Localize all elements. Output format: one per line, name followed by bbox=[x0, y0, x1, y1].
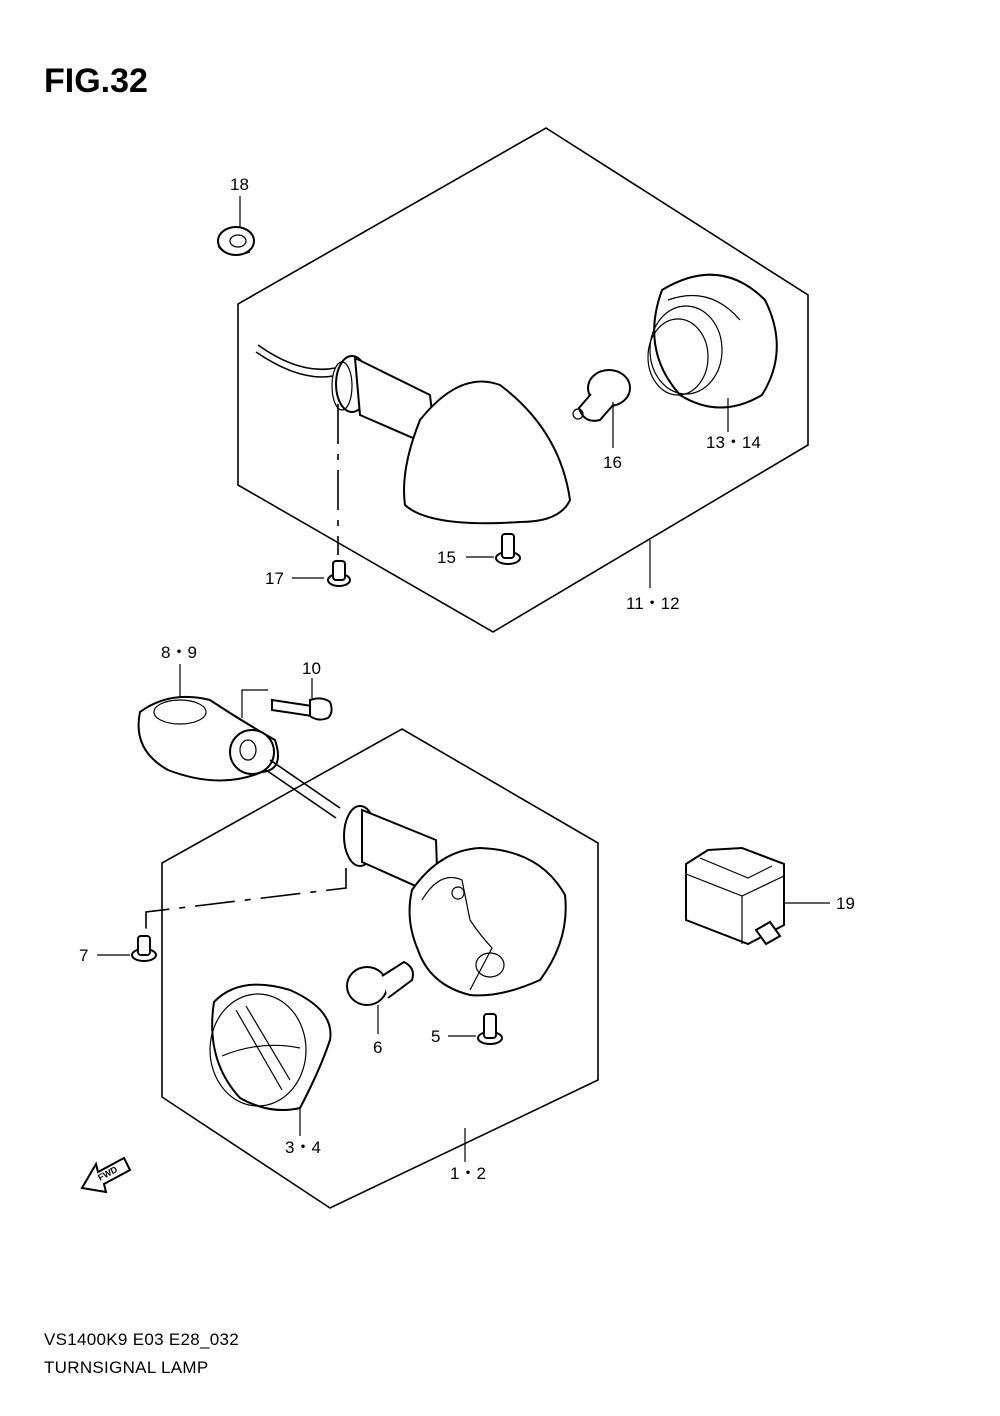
callout-3-4: 3・4 bbox=[285, 1138, 321, 1157]
figure-title: FIG.32 bbox=[44, 62, 148, 100]
front-lamp-housing bbox=[265, 759, 567, 997]
screw-part-5 bbox=[448, 1013, 503, 1045]
bulb-part-16 bbox=[572, 369, 631, 448]
lens-part-3-4 bbox=[209, 983, 332, 1136]
front-assembly-frame bbox=[161, 728, 599, 1209]
screw-part-17 bbox=[292, 560, 351, 587]
callout-18: 18 bbox=[230, 175, 249, 194]
screw-part-7 bbox=[97, 935, 157, 962]
callout-19: 19 bbox=[836, 894, 855, 913]
callout-6: 6 bbox=[373, 1038, 382, 1057]
clamp-part-8-9 bbox=[137, 664, 279, 782]
callout-10: 10 bbox=[302, 659, 321, 678]
callout-16: 16 bbox=[603, 453, 622, 472]
callout-11-12: 11・12 bbox=[626, 594, 680, 613]
callout-7: 7 bbox=[79, 946, 88, 965]
callout-15: 15 bbox=[437, 548, 456, 567]
callout-8-9: 8・9 bbox=[161, 643, 197, 662]
bulb-part-6 bbox=[346, 960, 414, 1034]
callout-13-14: 13・14 bbox=[706, 433, 761, 452]
screw-part-15 bbox=[466, 533, 521, 565]
bolt-part-10 bbox=[271, 678, 333, 721]
relay-part-19 bbox=[685, 846, 830, 946]
callout-5: 5 bbox=[431, 1027, 440, 1046]
grommet-part-18 bbox=[217, 196, 255, 256]
callout-17: 17 bbox=[265, 569, 284, 588]
leader-7-dashed bbox=[145, 868, 347, 934]
model-code: VS1400K9 E03 E28_032 bbox=[44, 1330, 239, 1349]
callout-1-2: 1・2 bbox=[450, 1164, 486, 1183]
rear-assembly-frame bbox=[237, 127, 809, 633]
rear-lamp-housing bbox=[255, 344, 572, 525]
diagram-caption: TURNSIGNAL LAMP bbox=[44, 1358, 208, 1377]
fwd-arrow-icon: FWD bbox=[80, 1156, 132, 1194]
lens-part-13-14 bbox=[647, 273, 778, 432]
